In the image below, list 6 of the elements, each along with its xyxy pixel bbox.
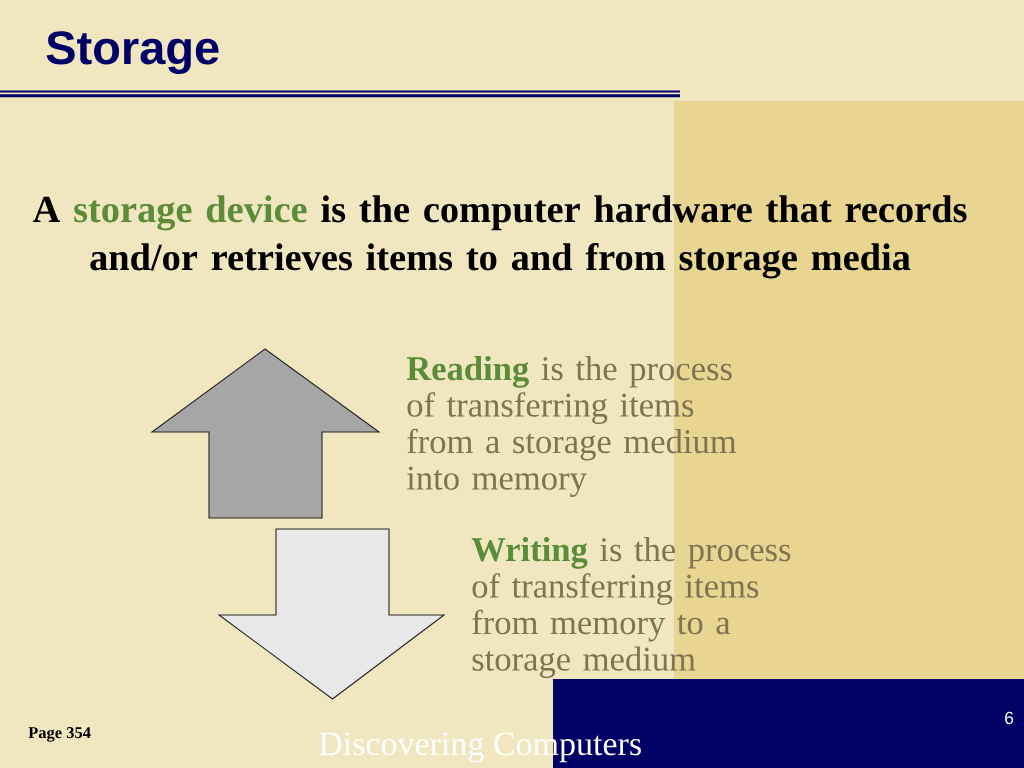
heading-text: A storage device is the computer hardware that records and/or retrieves items to and from storage media xyxy=(32,195,967,279)
description-text: Writing is the process of transferring items from memory to a storage medium xyxy=(471,537,791,678)
page-reference: Page 354 xyxy=(28,727,91,742)
slide-number: 6 xyxy=(1005,711,1014,725)
slide-title: Storage xyxy=(46,31,219,74)
description-text: Reading is the process of transferring items from a storage medium into memory xyxy=(406,356,737,497)
